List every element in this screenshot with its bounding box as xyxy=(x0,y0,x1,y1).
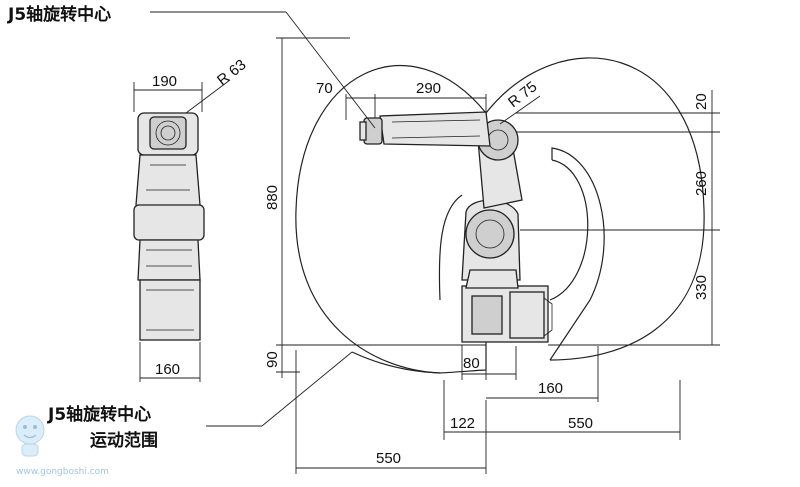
height-90-label: 90 xyxy=(264,351,281,368)
motion-range-envelope xyxy=(295,57,705,374)
mascot-icon xyxy=(15,415,45,457)
front-width-base-label: 160 xyxy=(155,361,180,378)
offset-330-label: 330 xyxy=(693,275,710,300)
front-width-top-label: 190 xyxy=(152,73,177,90)
callout-top: J5轴旋转中心 xyxy=(7,4,376,129)
side-radius-label: R 75 xyxy=(505,78,540,111)
reach-290-label: 290 xyxy=(416,80,441,97)
callout-bottom-line2: 运动范围 xyxy=(90,430,158,451)
callout-bottom-line1: J5轴旋转中心 xyxy=(47,404,151,425)
height-880-label: 880 xyxy=(264,185,281,210)
base-80-label: 80 xyxy=(463,355,480,372)
callout-top-text: J5轴旋转中心 xyxy=(7,4,111,25)
bottom-122-label: 122 xyxy=(450,415,475,432)
offset-260-label: 260 xyxy=(693,171,710,196)
watermark-url: www.gongboshi.com xyxy=(16,467,109,477)
bottom-550-left-label: 550 xyxy=(376,450,401,467)
callout-bottom: J5轴旋转中心 运动范围 xyxy=(47,351,353,451)
reach-70-label: 70 xyxy=(316,80,333,97)
side-view-robot xyxy=(359,111,553,343)
offset-20-label: 20 xyxy=(693,93,710,110)
side-view-dimensions: 70 290 R 75 880 90 20 260 330 80 160 xyxy=(264,37,720,474)
base-160-label: 160 xyxy=(538,380,563,397)
bottom-550-right-label: 550 xyxy=(568,415,593,432)
watermark: www.gongboshi.com xyxy=(15,415,109,477)
front-radius-label: R 63 xyxy=(214,56,249,89)
front-view-robot xyxy=(133,112,205,341)
